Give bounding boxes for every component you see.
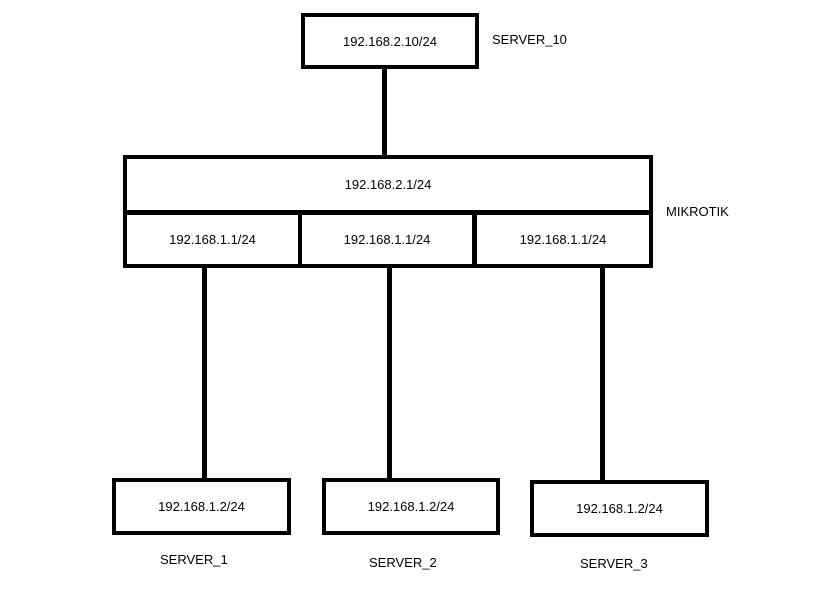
router-wan-interface: 192.168.2.1/24 [123,155,653,214]
server-1-node: 192.168.1.2/24 [112,478,291,535]
server-3-ip: 192.168.1.2/24 [576,501,663,516]
link-router-to-server-2 [387,266,392,480]
router-wan-ip: 192.168.2.1/24 [344,177,432,192]
server-2-ip: 192.168.1.2/24 [367,499,455,514]
link-server-10-to-router [382,68,387,158]
link-router-to-server-3 [600,266,605,482]
link-router-to-server-1 [202,264,207,480]
server-1-ip: 192.168.1.2/24 [158,499,245,514]
server-2-label: SERVER_2 [369,555,437,570]
router-port-1: 192.168.1.1/24 [123,211,302,268]
router-port-2-ip: 192.168.1.1/24 [343,232,431,247]
server-10-node: 192.168.2.10/24 [301,13,479,69]
router-port-2: 192.168.1.1/24 [298,211,476,268]
server-1-label: SERVER_1 [160,552,228,567]
server-10-ip: 192.168.2.10/24 [343,33,437,49]
router-label: MIKROTIK [666,204,729,219]
server-10-label: SERVER_10 [492,32,567,47]
router-port-1-ip: 192.168.1.1/24 [169,232,256,247]
server-2-node: 192.168.1.2/24 [322,478,500,535]
router-port-3-ip: 192.168.1.1/24 [519,232,607,247]
server-3-node: 192.168.1.2/24 [530,480,709,537]
router-port-3: 192.168.1.1/24 [473,211,653,268]
server-3-label: SERVER_3 [580,556,648,571]
